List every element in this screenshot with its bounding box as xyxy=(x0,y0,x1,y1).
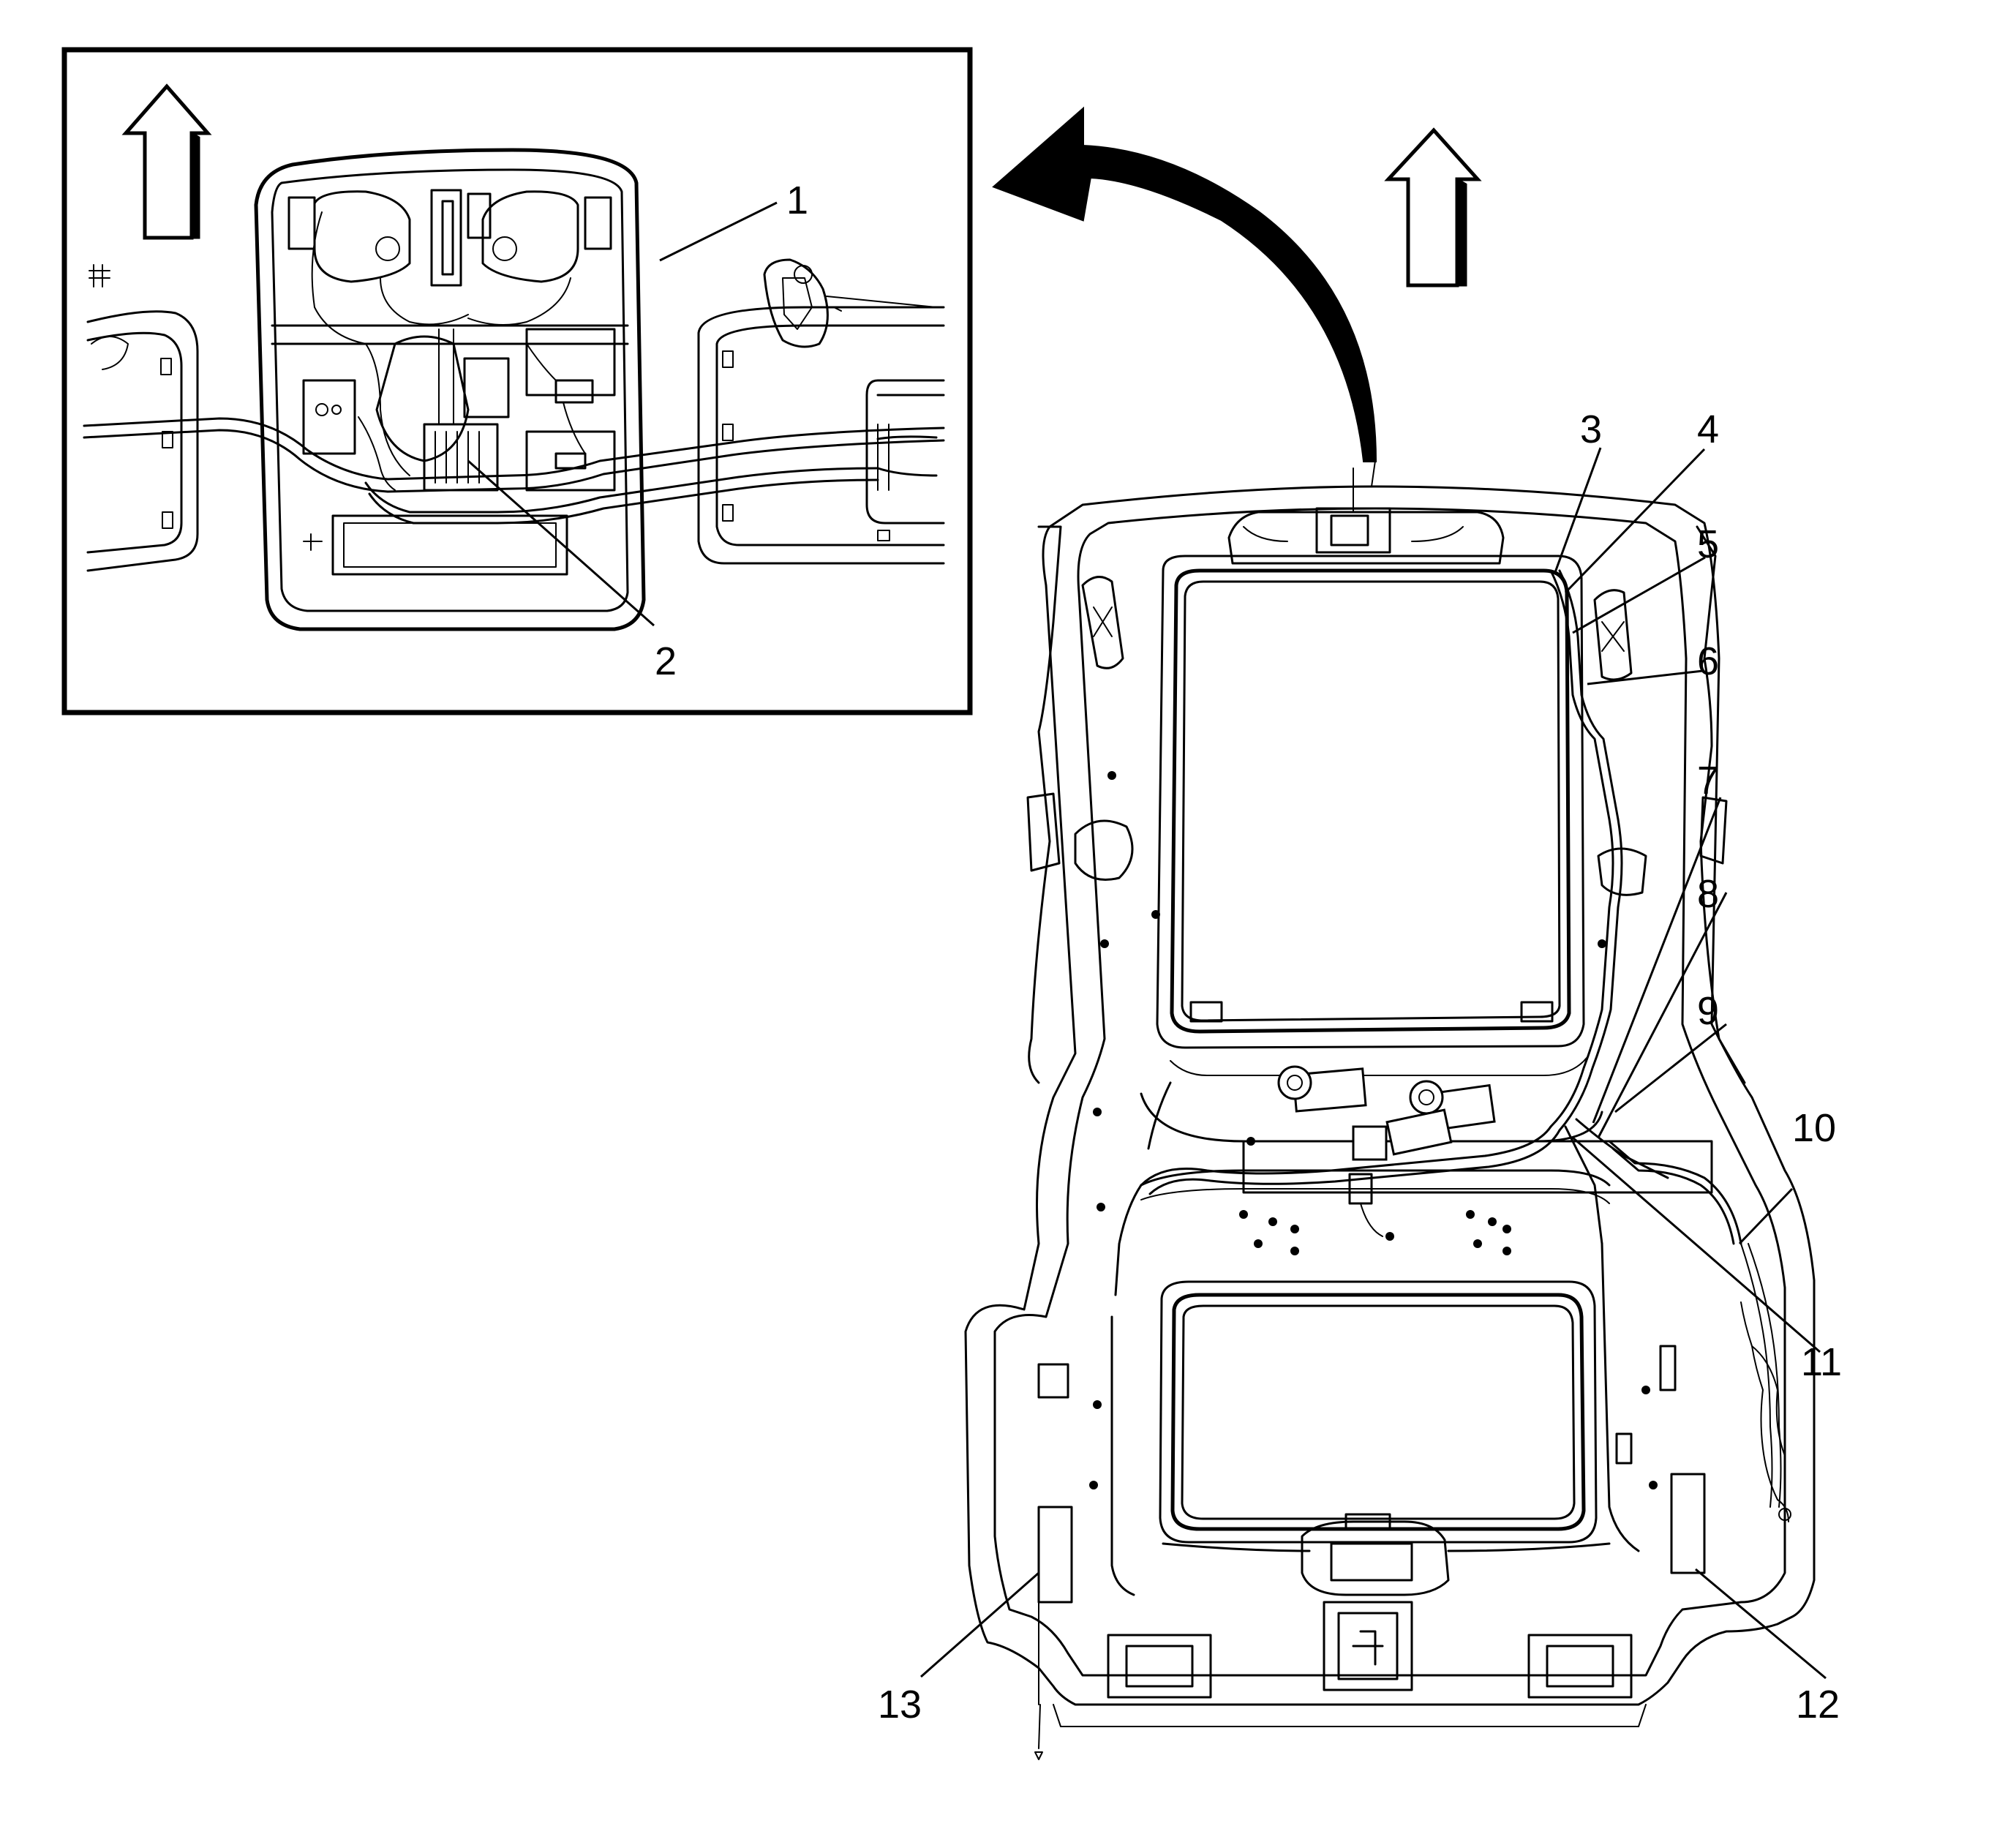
fastener-holes xyxy=(1089,771,1658,1489)
roof-headliner xyxy=(920,447,1827,1760)
front-console-mount xyxy=(1227,467,1505,565)
front-sunroof-opening xyxy=(1156,555,1588,1076)
right-headliner-trim xyxy=(697,258,945,565)
callout-leaders xyxy=(920,447,1827,1680)
detail-inset: 1 2 xyxy=(61,47,973,715)
callout-2-leader xyxy=(467,459,655,627)
callout-10: 10 xyxy=(1792,1106,1836,1150)
up-arrow-icon xyxy=(121,83,212,240)
callout-12: 12 xyxy=(1796,1683,1840,1727)
grab-handles xyxy=(1037,576,1706,1604)
antenna-cable xyxy=(1740,1301,1791,1522)
callout-2: 2 xyxy=(655,639,677,683)
roof-harness-main xyxy=(1034,569,1782,1760)
callout-4: 4 xyxy=(1697,407,1719,451)
callout-1-leader xyxy=(659,201,778,262)
callout-5: 5 xyxy=(1697,522,1719,566)
rear-sunroof-opening xyxy=(1159,1280,1598,1544)
sunroof-motors xyxy=(1140,1065,1713,1237)
rear-console-mount xyxy=(1053,1513,1647,1727)
roof-harness-inset xyxy=(83,402,945,525)
callout-1: 1 xyxy=(786,179,808,222)
callout-6: 6 xyxy=(1697,639,1719,683)
left-headliner-trim xyxy=(86,264,199,572)
callout-3: 3 xyxy=(1580,407,1602,451)
callout-11: 11 xyxy=(1801,1340,1842,1384)
overhead-console xyxy=(254,148,646,631)
up-arrow-icon xyxy=(1384,127,1482,288)
callout-13: 13 xyxy=(878,1683,922,1727)
callout-7: 7 xyxy=(1697,759,1719,803)
detail-inset-frame xyxy=(61,47,973,715)
curved-arrow-icon xyxy=(992,106,1377,487)
callout-9: 9 xyxy=(1697,989,1719,1033)
callout-8: 8 xyxy=(1697,872,1719,916)
